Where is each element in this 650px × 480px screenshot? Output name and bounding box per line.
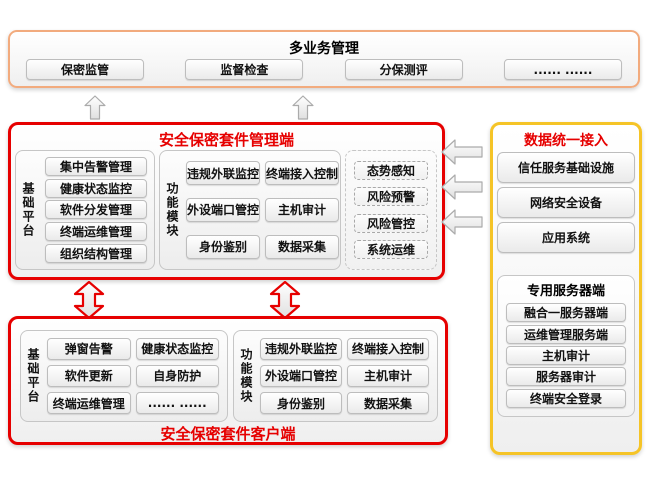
multi-business-buttons: 保密监管 监督检查 分保测评 ...... ...... (26, 59, 622, 80)
mgmt-situation-section: 态势感知 风险预警 风险管控 系统运维 (345, 150, 437, 270)
node-zhongduan-jieru: 终端接入控制 (347, 337, 429, 360)
node-taishi-ganzhi: 态势感知 (354, 160, 428, 180)
node-ruanjian-gengxin: 软件更新 (47, 364, 131, 387)
node-ronghe-fuwuqi: 融合一服务器端 (506, 303, 626, 323)
node-shuju-caiji: 数据采集 (265, 234, 340, 259)
mgmt-basic-platform-label: 基础平台 (21, 182, 35, 238)
data-access-title: 数据统一接入 (524, 133, 608, 149)
node-ruanjian-fenfa: 软件分发管理 (45, 200, 147, 220)
node-shenfen-jianbie: 身份鉴别 (260, 392, 342, 415)
node-weigui-wailian: 违规外联监控 (260, 337, 342, 360)
client-function-modules-section: 功能模块 违规外联监控 终端接入控制 外设端口管控 主机审计 身份鉴别 数据采集 (233, 330, 438, 422)
dedicated-server-items: 融合一服务器端 运维管理服务端 主机审计 服务器审计 终端安全登录 (498, 299, 634, 416)
node-wangluo-anquan: 网络安全设备 (497, 187, 635, 218)
mgmt-situation-items: 态势感知 风险预警 风险管控 系统运维 (346, 151, 436, 269)
node-zhuji-shenji: 主机审计 (506, 345, 626, 365)
client-basic-platform-section: 基础平台 弹窗告警 健康状态监控 软件更新 自身防护 终端运维管理 ......… (20, 330, 228, 422)
management-end-title: 安全保密套件管理端 (158, 131, 294, 149)
node-jizhong-gaojing: 集中告警管理 (45, 157, 147, 177)
dedicated-server-title: 专用服务器端 (526, 284, 605, 299)
node-tanchuang-gaojing: 弹窗告警 (47, 337, 131, 360)
multi-business-panel: 多业务管理 保密监管 监督检查 分保测评 ...... ...... (8, 30, 640, 88)
bidirectional-arrow-icon (73, 281, 105, 319)
node-zuzhi-jiegou: 组织结构管理 (45, 243, 147, 263)
node-waishe-duankou: 外设端口管控 (260, 364, 342, 387)
mgmt-function-items: 违规外联监控 终端接入控制 外设端口管控 主机审计 身份鉴别 数据采集 (182, 151, 347, 269)
node-zhuji-shenji: 主机审计 (265, 197, 340, 222)
node-fenbao-ceping: 分保测评 (344, 59, 463, 80)
node-shuju-caiji: 数据采集 (347, 392, 429, 415)
up-arrow-icon (84, 95, 106, 120)
multi-business-title: 多业务管理 (289, 41, 359, 57)
node-zhongduan-yunwei: 终端运维管理 (47, 392, 131, 415)
client-basic-platform-label: 基础平台 (26, 348, 40, 404)
node-shenfen-jianbie: 身份鉴别 (186, 234, 261, 259)
node-yunwei-guanli: 运维管理服务端 (506, 324, 626, 344)
node-ellipsis: ...... ...... (135, 392, 219, 415)
node-xinren-fuwu: 信任服务基础设施 (497, 152, 635, 183)
node-fengxian-yujing: 风险预警 (354, 187, 428, 207)
left-arrow-icon (441, 139, 483, 165)
management-end-panel: 安全保密套件管理端 基础平台 集中告警管理 健康状态监控 软件分发管理 终端运维… (8, 122, 445, 280)
node-jiankang-jiankong: 健康状态监控 (45, 178, 147, 198)
mgmt-basic-platform-section: 基础平台 集中告警管理 健康状态监控 软件分发管理 终端运维管理 组织结构管理 (15, 150, 155, 270)
client-end-title: 安全保密套件客户端 (160, 425, 296, 443)
node-weigui-wailian: 违规外联监控 (186, 161, 261, 186)
up-arrow-icon (292, 95, 314, 120)
node-zishen-fanghu: 自身防护 (135, 364, 219, 387)
node-yingyong-xitong: 应用系统 (497, 222, 635, 253)
node-xitong-yunwei: 系统运维 (354, 240, 428, 260)
client-basic-items: 弹窗告警 健康状态监控 软件更新 自身防护 终端运维管理 ...... ....… (43, 331, 227, 421)
client-function-items: 违规外联监控 终端接入控制 外设端口管控 主机审计 身份鉴别 数据采集 (256, 331, 437, 421)
node-fengxian-guankong: 风险管控 (354, 213, 428, 233)
dedicated-server-section: 专用服务器端 融合一服务器端 运维管理服务端 主机审计 服务器审计 终端安全登录 (497, 275, 635, 417)
data-access-panel: 数据统一接入 信任服务基础设施 网络安全设备 应用系统 专用服务器端 融合一服务… (490, 122, 642, 455)
node-zhongduan-yunwei: 终端运维管理 (45, 222, 147, 242)
mgmt-function-modules-label: 功能模块 (165, 182, 179, 238)
node-waishe-duankou: 外设端口管控 (186, 197, 261, 222)
node-ellipsis: ...... ...... (503, 59, 622, 80)
node-zhongduan-denglu: 终端安全登录 (506, 388, 626, 408)
node-zhuji-shenji: 主机审计 (347, 364, 429, 387)
mgmt-basic-items: 集中告警管理 健康状态监控 软件分发管理 终端运维管理 组织结构管理 (38, 151, 154, 269)
mgmt-function-modules-section: 功能模块 违规外联监控 终端接入控制 外设端口管控 主机审计 身份鉴别 数据采集 (159, 150, 341, 270)
node-jiankang-jiankong: 健康状态监控 (135, 337, 219, 360)
node-fuwuqi-shenji: 服务器审计 (506, 367, 626, 387)
node-zhongduan-jieru: 终端接入控制 (265, 161, 340, 186)
bidirectional-arrow-icon (269, 281, 301, 319)
client-end-panel: 基础平台 弹窗告警 健康状态监控 软件更新 自身防护 终端运维管理 ......… (8, 316, 448, 445)
left-arrow-icon (441, 174, 483, 200)
left-arrow-icon (441, 209, 483, 235)
node-jiandu-jiancha: 监督检查 (185, 59, 304, 80)
client-function-modules-label: 功能模块 (239, 348, 253, 404)
node-baomi-jianguan: 保密监管 (26, 59, 144, 80)
